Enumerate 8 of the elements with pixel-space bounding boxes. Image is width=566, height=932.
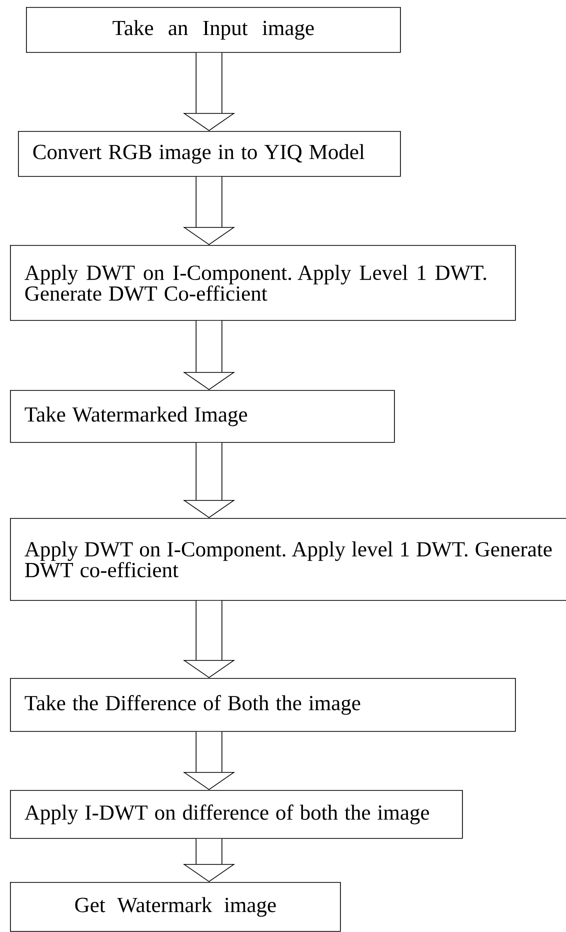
process-box: Take an Input image bbox=[26, 7, 401, 53]
process-box: Apply DWT on I-Component. Apply Level 1 DWT. Generate DWT Co-efficient bbox=[10, 245, 516, 321]
process-box: Apply I-DWT on difference of both the image bbox=[10, 790, 463, 839]
process-box: Take the Difference of Both the image bbox=[10, 678, 516, 732]
process-box: Get Watermark image bbox=[10, 882, 341, 932]
process-box: Take Watermarked Image bbox=[10, 390, 395, 443]
process-box: Convert RGB image in to YIQ Model bbox=[18, 131, 401, 177]
process-box: Apply DWT on I-Component. Apply level 1 DWT. Generate DWT co-efficient bbox=[10, 518, 566, 601]
